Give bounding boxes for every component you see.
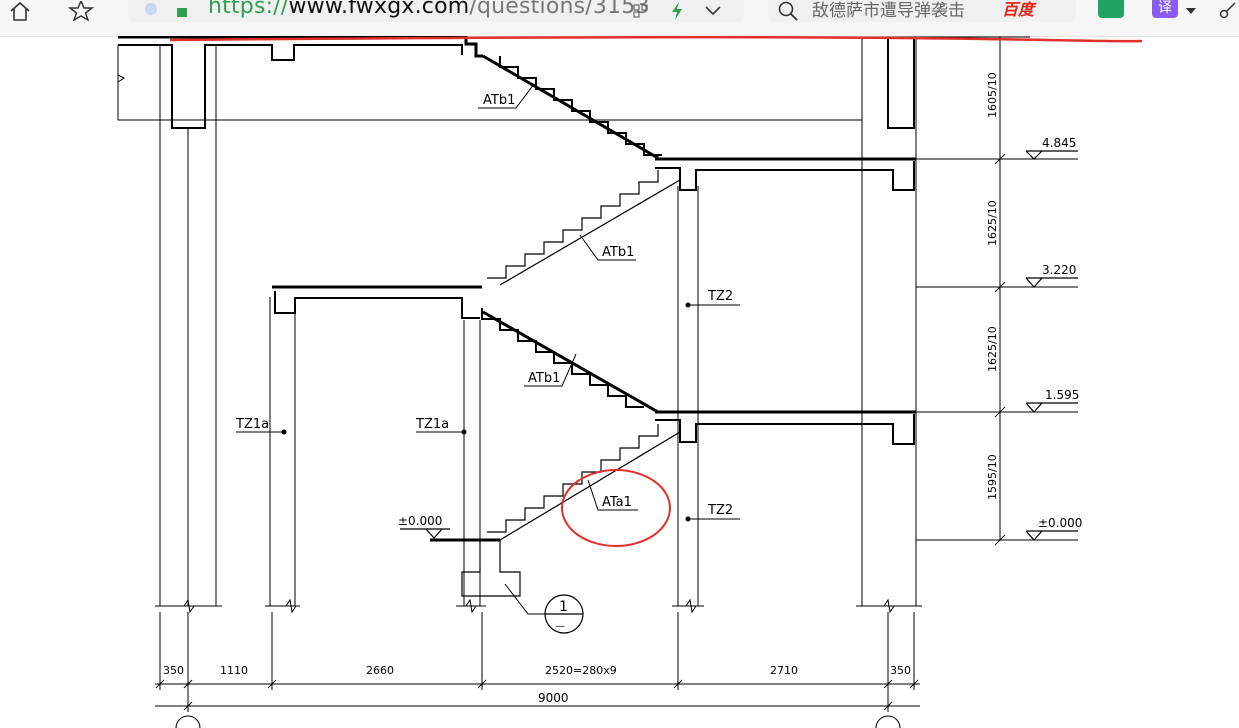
elevation-4845: 4.845 <box>1042 136 1076 150</box>
elevation-markers <box>400 150 1078 541</box>
label-ata1: ATa1 <box>602 495 632 510</box>
scissors-icon[interactable] <box>1218 0 1238 22</box>
tz2-column <box>677 186 699 606</box>
label-leaders <box>236 83 740 520</box>
landing-4845 <box>655 157 916 191</box>
qr-code-icon[interactable] <box>632 0 650 22</box>
dim-total-9000: 9000 <box>538 691 569 705</box>
landing-1595 <box>655 410 916 445</box>
label-tz1a-left: TZ1a <box>235 417 269 432</box>
label-atb1-top: ATb1 <box>483 93 515 108</box>
extension-green-icon[interactable] <box>1098 0 1124 18</box>
dim-1625-b: 1625/10 <box>986 326 999 372</box>
left-column <box>159 45 217 606</box>
dim-2520: 2520=280x9 <box>545 664 617 677</box>
dim-350-left: 350 <box>163 664 184 677</box>
label-tz1a-right: TZ1a <box>415 417 449 432</box>
home-icon[interactable] <box>6 0 34 22</box>
section-marker <box>504 583 584 634</box>
top-floor-slab <box>117 36 862 129</box>
dim-1110: 1110 <box>220 664 248 677</box>
right-column <box>861 36 1030 606</box>
vertical-dimension-chain <box>916 37 1078 546</box>
label-tz2-upper: TZ2 <box>707 289 733 304</box>
dropdown-arrow-icon[interactable] <box>1184 0 1198 22</box>
address-bar[interactable] <box>128 0 744 22</box>
dim-1595: 1595/10 <box>986 454 999 500</box>
dim-350-right: 350 <box>890 664 911 677</box>
lightning-icon[interactable] <box>668 0 686 22</box>
elevation-0000-left: ±0.000 <box>398 514 442 528</box>
bookmark-star-icon[interactable] <box>66 0 96 22</box>
search-engine-label[interactable]: 百度 <box>1002 0 1035 19</box>
elevation-3220: 3.220 <box>1042 263 1076 277</box>
secure-lock-icon <box>174 0 190 22</box>
search-icon[interactable] <box>776 0 800 22</box>
elevation-1595: 1.595 <box>1045 388 1079 402</box>
dim-2660: 2660 <box>366 664 394 677</box>
middle-stair-flight <box>487 170 681 286</box>
tz1a-columns <box>463 320 481 606</box>
search-suggestion-text[interactable]: 敌德萨市遭导弹袭击 <box>812 1 965 21</box>
dim-1625-a: 1625/10 <box>986 200 999 246</box>
label-tz2-lower: TZ2 <box>707 503 733 518</box>
url-protocol: https:// <box>208 0 289 19</box>
bottom-stair-flight <box>430 424 681 597</box>
elevation-0000-right: ±0.000 <box>1038 516 1082 530</box>
dim-1605: 1605/10 <box>986 72 999 118</box>
lower-stair-flight <box>481 308 659 414</box>
url-host: www.fwxgx.com <box>288 0 470 19</box>
browser-toolbar: https://www.fwxgx.com/questions/3153 敌德萨… <box>0 0 1239 37</box>
label-atb1-mid: ATb1 <box>602 245 634 260</box>
landing-3220 <box>269 285 482 606</box>
horizontal-dimension-chain <box>155 612 920 712</box>
label-atb1-low: ATb1 <box>528 371 560 386</box>
stair-section-drawing: ATb1 ATb1 ATb1 ATa1 TZ2 TZ2 TZ1a TZ1a 4.… <box>117 36 1143 728</box>
chevron-down-icon[interactable] <box>702 0 724 22</box>
section-marker-number: 1 <box>559 599 568 615</box>
translate-icon[interactable]: 译 <box>1152 0 1178 18</box>
dim-2710: 2710 <box>770 664 798 677</box>
red-underline-annotation <box>169 36 1143 43</box>
break-marks <box>155 598 922 614</box>
url-text[interactable]: https://www.fwxgx.com/questions/3153 <box>208 0 650 19</box>
search-box[interactable] <box>768 0 1076 22</box>
url-path: /questions/3153 <box>469 0 650 19</box>
upper-stair-flight <box>482 54 662 160</box>
drawing-labels: ATb1 ATb1 ATb1 ATa1 TZ2 TZ2 TZ1a TZ1a 4.… <box>163 72 1082 705</box>
label-dots <box>281 302 691 522</box>
highlight-circle <box>561 469 671 547</box>
site-info-icon[interactable] <box>142 0 160 22</box>
section-marker-dash: — <box>555 621 565 632</box>
